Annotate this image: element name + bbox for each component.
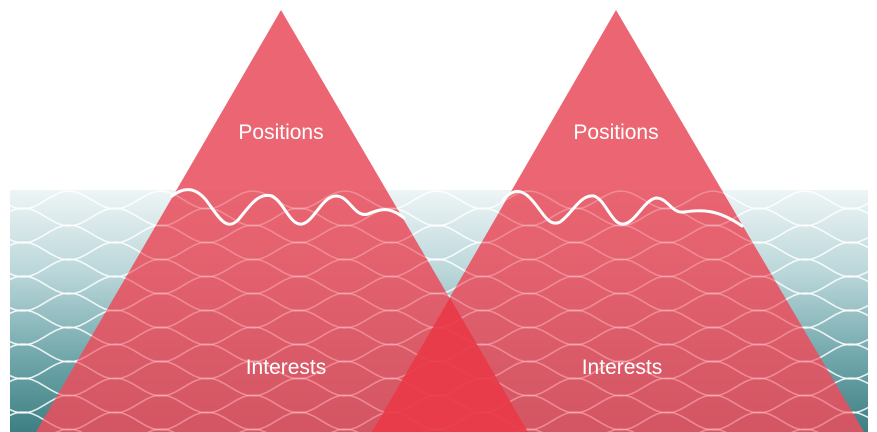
overlap-region bbox=[372, 298, 528, 432]
interests-label-left: Interests bbox=[246, 356, 327, 379]
interests-label-right: Interests bbox=[582, 356, 663, 379]
waterline-left bbox=[170, 188, 406, 226]
waterline-right bbox=[501, 190, 744, 228]
wave-line bbox=[36, 292, 528, 312]
positions-label-left: Positions bbox=[238, 121, 323, 144]
triangle-left bbox=[36, 10, 528, 432]
positions-label-right: Positions bbox=[573, 121, 658, 144]
